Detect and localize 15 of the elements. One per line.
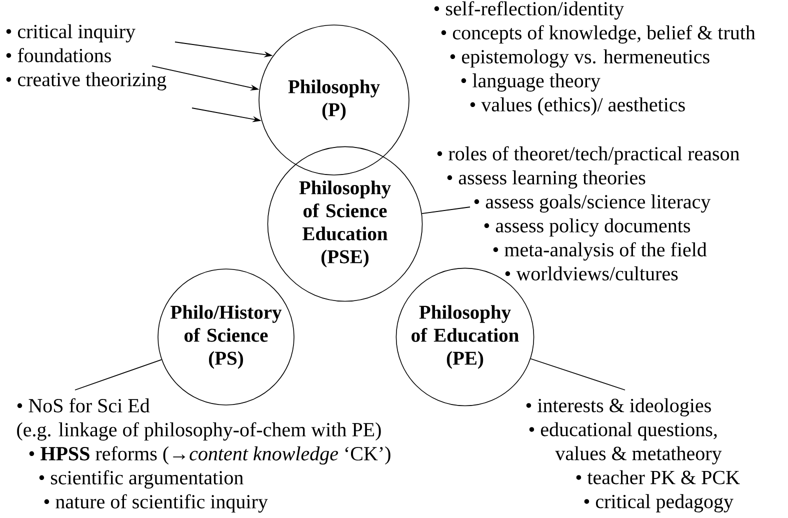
leader-line: [422, 206, 470, 214]
leader-line: [74, 359, 162, 390]
circle-node: Philosophy of Science Education (PSE): [267, 146, 423, 302]
node-label: • self-reflection/identity: [434, 1, 624, 20]
node-label: • values (ethics)/ aesthetics: [470, 97, 685, 116]
bullet-list: • interests & ideologies • educational questions, values & metatheory • teacher PK & PCK • critical pedagogy: [526, 398, 740, 512]
bullet-list: • critical inquiry • foundations • creative theorizing: [6, 24, 166, 90]
bullet-list: • self-reflection/identity • concepts of knowledge, belief & truth • epistemology vs. hermeneutics • language theory • values (ethics)/ aesthetics: [434, 1, 756, 116]
node-label: • epistemology vs. hermeneutics: [450, 49, 710, 68]
node-label: • concepts of knowledge, belief & truth: [441, 25, 756, 44]
circle-node: Philosophy (P): [258, 24, 410, 176]
circle-node: Philo/History of Science (PS): [158, 268, 294, 406]
leader-line: [530, 358, 626, 390]
node-label: • language theory: [461, 73, 600, 92]
bullet-list: • roles of theoret/tech/practical reason • assess learning theories • assess goals/science literacy • assess policy documents • meta-analysis of the field • worldviews/cultures: [437, 146, 740, 280]
